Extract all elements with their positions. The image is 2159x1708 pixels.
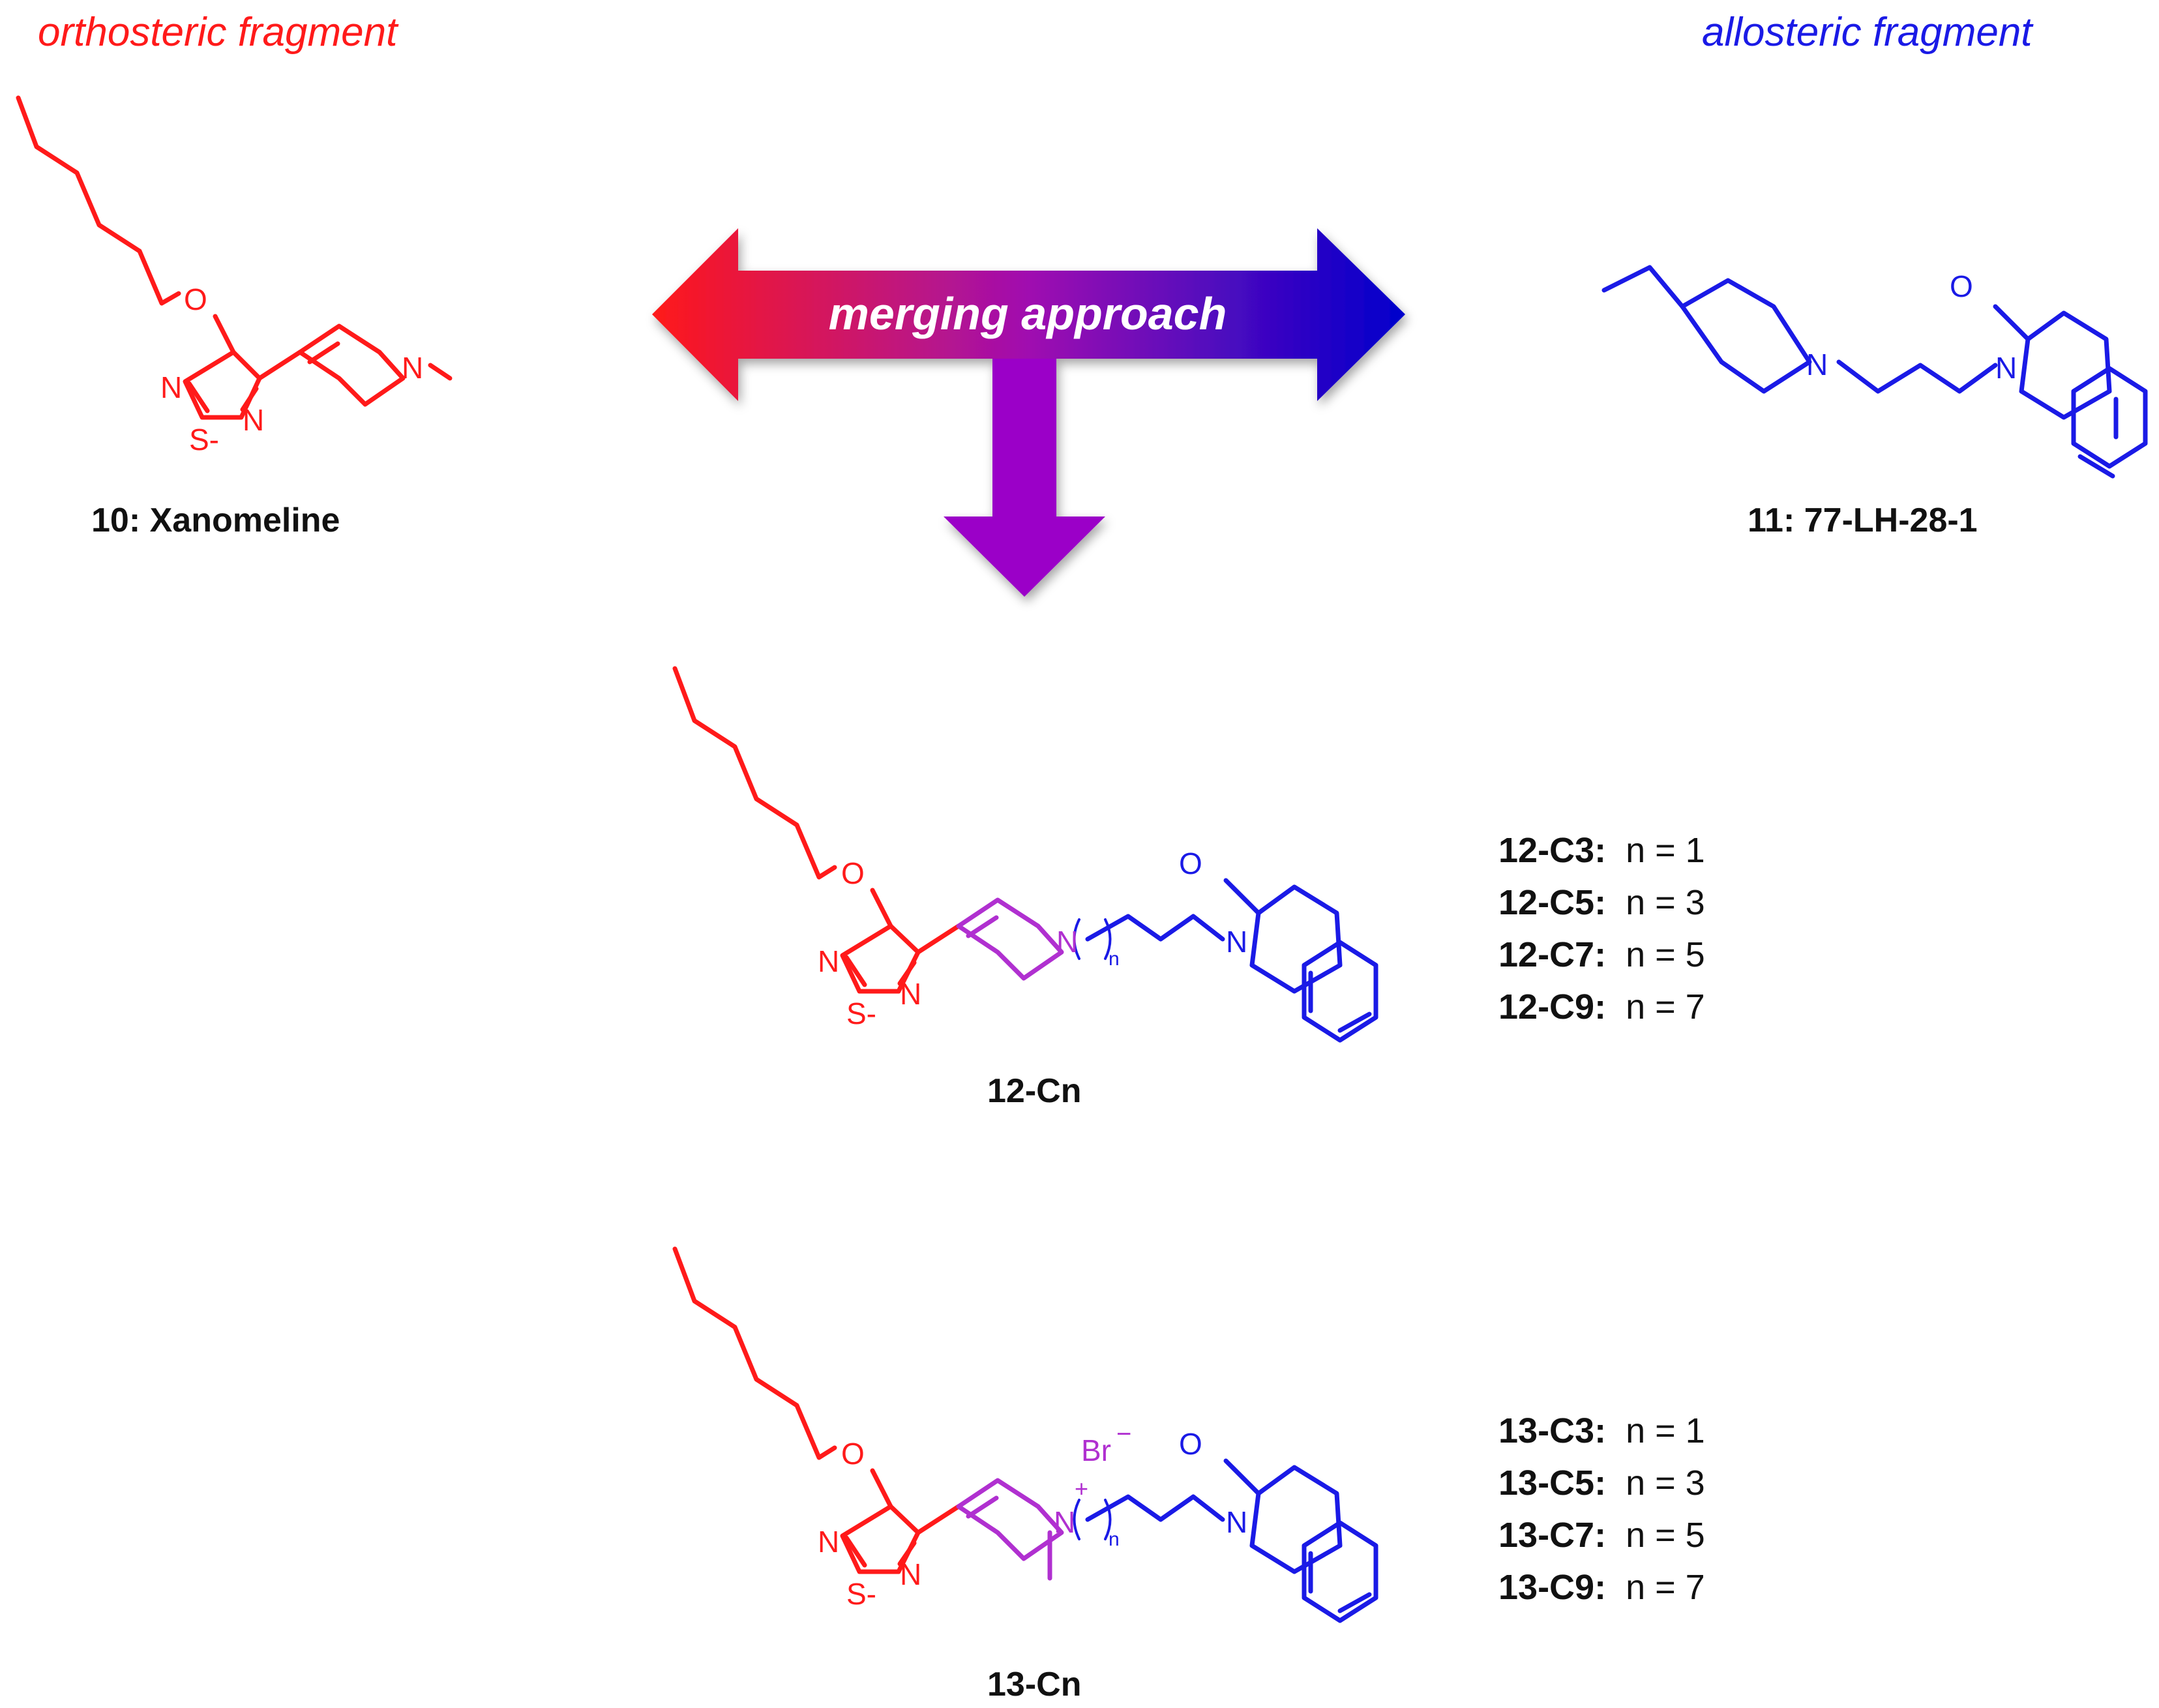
merging-arrow bbox=[652, 228, 1405, 597]
nitrogen-atom: N bbox=[1054, 1505, 1075, 1539]
sulfur-atom: S- bbox=[846, 1577, 876, 1611]
series-12-row: 12-C3:n = 1 bbox=[1498, 831, 1705, 870]
subscript-n: n bbox=[1109, 1529, 1120, 1550]
series-13-row: 13-C7:n = 5 bbox=[1498, 1516, 1705, 1555]
bromide-ion: Br bbox=[1081, 1433, 1111, 1467]
compound-12-structure bbox=[672, 666, 1378, 1043]
oxygen-atom: O bbox=[184, 282, 207, 316]
series-13-row: 13-C3:n = 1 bbox=[1498, 1411, 1705, 1450]
compound-12-label: 12-Cn bbox=[987, 1072, 1081, 1110]
nitrogen-atom: N bbox=[1226, 925, 1247, 959]
77-lh-28-1-structure bbox=[1601, 265, 2148, 479]
nitrogen-atom: N bbox=[1995, 351, 2017, 385]
series-13-list: 13-C3:n = 1 13-C5:n = 3 13-C7:n = 5 13-C… bbox=[1498, 1411, 1705, 1607]
series-13-row: 13-C5:n = 3 bbox=[1498, 1463, 1705, 1503]
series-13-row: 13-C9:n = 7 bbox=[1498, 1568, 1705, 1607]
oxygen-atom: O bbox=[841, 856, 865, 890]
nitrogen-atom: N bbox=[818, 944, 839, 978]
compound-13-structure bbox=[672, 1246, 1378, 1623]
sulfur-atom: S- bbox=[846, 996, 876, 1030]
nitrogen-atom: N bbox=[1806, 348, 1828, 382]
series-12-row: 12-C5:n = 3 bbox=[1498, 883, 1705, 922]
series-12-row: 12-C7:n = 5 bbox=[1498, 935, 1705, 974]
series-12-row: 12-C9:n = 7 bbox=[1498, 987, 1705, 1026]
allosteric-fragment-label: allosteric fragment bbox=[1702, 10, 2034, 55]
nitrogen-atom: N bbox=[402, 351, 423, 385]
oxygen-atom: O bbox=[1950, 269, 1973, 303]
nitrogen-atom: N bbox=[1056, 925, 1078, 959]
compound-13-atoms: O N S- N N + Br − n O N bbox=[818, 1420, 1247, 1611]
xanomeline-atoms: O N S- N N bbox=[160, 282, 423, 457]
nitrogen-atom: N bbox=[1226, 1505, 1247, 1539]
orthosteric-fragment-label: orthosteric fragment bbox=[38, 10, 399, 55]
series-12-list: 12-C3:n = 1 12-C5:n = 3 12-C7:n = 5 12-C… bbox=[1498, 831, 1705, 1026]
subscript-n: n bbox=[1109, 948, 1120, 970]
oxygen-atom: O bbox=[1179, 1427, 1202, 1461]
negative-charge: − bbox=[1116, 1420, 1131, 1448]
compound-10-label: 10: Xanomeline bbox=[91, 502, 340, 539]
compound-12-atoms: O N S- N N n O N bbox=[818, 847, 1247, 1030]
horizontal-double-arrow bbox=[652, 228, 1405, 401]
positive-charge: + bbox=[1075, 1475, 1088, 1502]
77-lh-28-1-atoms: N N O bbox=[1806, 269, 2017, 385]
nitrogen-atom: N bbox=[900, 977, 921, 1011]
down-arrow bbox=[944, 359, 1105, 597]
sulfur-atom: S- bbox=[189, 423, 219, 457]
nitrogen-atom: N bbox=[900, 1557, 921, 1591]
nitrogen-atom: N bbox=[243, 403, 264, 437]
oxygen-atom: O bbox=[1179, 847, 1202, 880]
merging-approach-label: merging approach bbox=[829, 288, 1227, 339]
compound-13-label: 13-Cn bbox=[987, 1666, 1081, 1703]
xanomeline-structure bbox=[16, 95, 453, 420]
nitrogen-atom: N bbox=[160, 370, 182, 404]
nitrogen-atom: N bbox=[818, 1525, 839, 1559]
compound-11-label: 11: 77-LH-28-1 bbox=[1748, 502, 1978, 539]
oxygen-atom: O bbox=[841, 1437, 865, 1471]
